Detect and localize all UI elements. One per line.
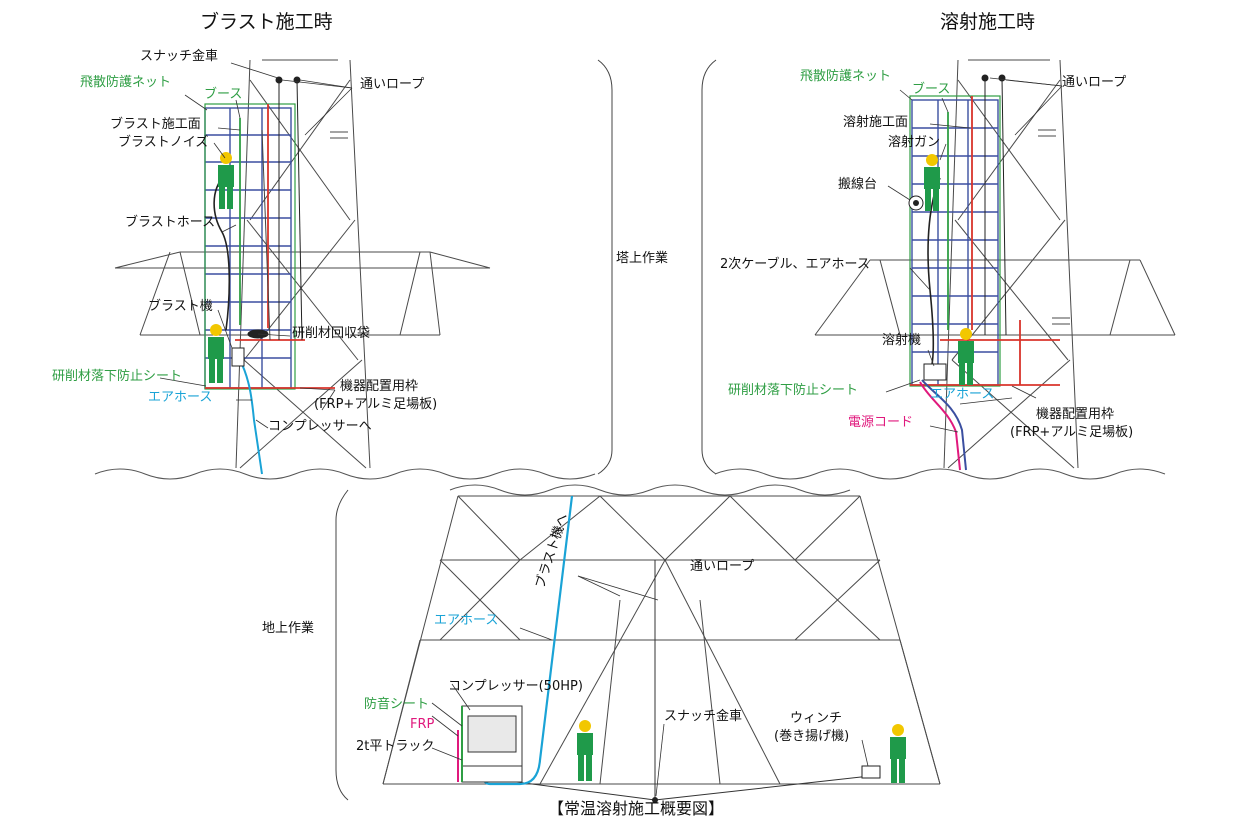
right-stand-label: 搬線台	[838, 177, 878, 192]
right-rope-label: 通いロープ	[1062, 75, 1127, 90]
right-surface-label: 溶射施工面	[843, 115, 909, 130]
winch-icon	[861, 765, 881, 779]
left-blast-machine-icon	[231, 329, 269, 367]
left-hose-label: ブラストホース	[125, 215, 216, 230]
left-sheet-label: 研削材落下防止シート	[52, 369, 183, 384]
left-bag-label: 研削材回収袋	[292, 326, 371, 341]
left-rope-label: 通いロープ	[360, 77, 425, 92]
ground-rope-label: 通いロープ	[690, 559, 755, 574]
winch-label: ウィンチ	[790, 711, 843, 726]
ground-worker-left-icon	[577, 720, 593, 781]
left-nozzle-label: ブラストノイズ	[118, 135, 209, 150]
break-lines	[94, 468, 1166, 496]
frp-label: FRP	[410, 717, 435, 732]
right-spray-machine-icon	[923, 363, 947, 381]
right-worker-bottom-icon	[958, 328, 974, 385]
right-machine-label: 溶射機	[882, 333, 922, 348]
right-pulleys	[981, 74, 1007, 336]
left-surface-label: ブラスト施工面	[110, 117, 201, 132]
right-wire-stand-icon	[908, 195, 924, 211]
winch-sub-label: (巻き揚げ機)	[774, 729, 850, 744]
left-worker-top-icon	[218, 152, 234, 209]
left-machine-label: ブラスト機	[148, 299, 213, 314]
left-worker-bottom-icon	[208, 324, 224, 383]
right-cable-label: 2次ケーブル、エアホース	[720, 257, 870, 272]
ground-pulley-icon	[652, 797, 658, 803]
left-net-label: 飛散防護ネット	[80, 75, 172, 90]
ground-tower	[382, 495, 941, 785]
truck-label: 2t平トラック	[356, 739, 435, 754]
right-booth-label: ブース	[912, 82, 951, 97]
right-sheet-label: 研削材落下防止シート	[728, 383, 859, 398]
ground-leaders	[431, 575, 869, 797]
left-pulleys	[275, 76, 303, 341]
left-booth-label: ブース	[204, 87, 243, 102]
right-frame-label-2: (FRP+アルミ足場板)	[1010, 425, 1134, 440]
left-air-label: エアホース	[148, 390, 213, 405]
figure-caption: 【常温溶射施工概要図】	[548, 799, 725, 818]
right-gun-label: 溶射ガン	[888, 135, 941, 150]
right-air-hose	[921, 379, 967, 471]
left-tower	[114, 59, 491, 469]
right-air-label: エアホース	[930, 387, 995, 402]
ground-snatch-label: スナッチ金車	[664, 709, 743, 724]
ground-air-label: エアホース	[434, 613, 499, 628]
right-leaders	[885, 77, 1063, 433]
ground-worker-right-icon	[890, 724, 906, 783]
left-frame-label-1: 機器配置用枠	[340, 379, 419, 394]
left-air-hose	[239, 359, 263, 475]
right-booth-lines	[909, 95, 1060, 387]
left-snatch-label: スナッチ金車	[140, 49, 219, 64]
right-net-label: 飛散防護ネット	[800, 69, 892, 84]
left-title: ブラスト施工時	[200, 11, 333, 33]
left-comp-label: コンプレッサーへ	[268, 419, 372, 434]
left-leaders	[159, 62, 353, 429]
brackets	[335, 59, 717, 801]
left-frame-label-2: (FRP+アルミ足場板)	[314, 397, 438, 412]
sound-sheet-label: 防音シート	[364, 697, 430, 712]
right-worker-top-icon	[924, 154, 940, 211]
right-title: 溶射施工時	[940, 11, 1036, 33]
compressor-label: コンプレッサー(50HP)	[448, 679, 583, 694]
truck-icon	[457, 705, 523, 783]
right-frame-label-1: 機器配置用枠	[1036, 407, 1115, 422]
ground-work-label: 地上作業	[262, 621, 315, 636]
right-power-label: 電源コード	[848, 415, 914, 430]
tower-work-label: 塔上作業	[616, 251, 669, 266]
